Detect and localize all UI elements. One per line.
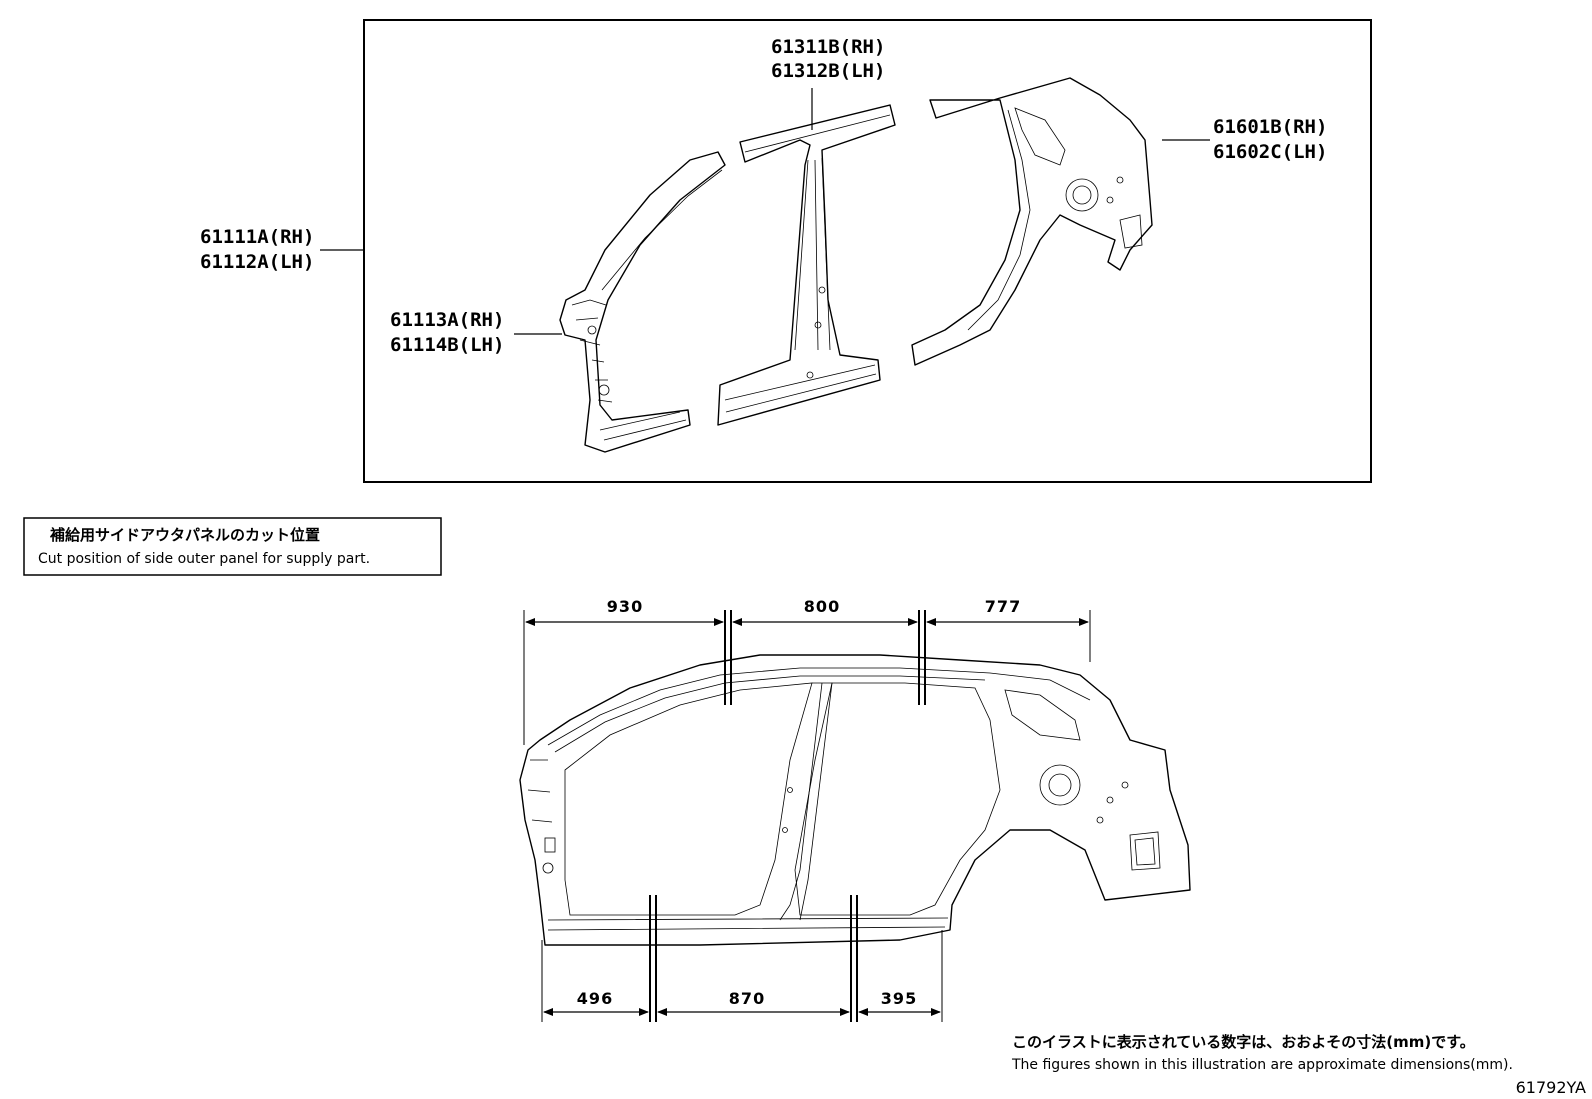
figure-code: 61792YA bbox=[1516, 1078, 1586, 1097]
quarter-panel-number-lh: 61602C(LH) bbox=[1213, 141, 1327, 163]
dimension-arrows bbox=[525, 618, 1089, 1016]
extension-lines bbox=[523, 610, 1091, 1022]
front-pillar-number-lh: 61114B(LH) bbox=[390, 334, 504, 356]
center-pillar-part bbox=[717, 104, 896, 426]
front-pillar-number-rh: 61113A(RH) bbox=[390, 309, 504, 331]
center-pillar-number-rh: 61311B(RH) bbox=[771, 36, 885, 58]
quarter-panel-part bbox=[911, 77, 1153, 366]
cut-note-box bbox=[23, 517, 442, 576]
cut-lines bbox=[649, 610, 926, 1022]
dim-bottom-front: 496 bbox=[577, 989, 613, 1008]
front-pillar-part bbox=[559, 151, 726, 453]
dim-top-rear: 777 bbox=[985, 597, 1021, 616]
dim-bottom-middle: 870 bbox=[729, 989, 765, 1008]
main-part-number-lh: 61112A(LH) bbox=[200, 251, 314, 273]
assembled-side-panel bbox=[519, 654, 1191, 946]
footnote-en: The figures shown in this illustration a… bbox=[1011, 1057, 1513, 1073]
exploded-view-frame bbox=[363, 19, 1372, 483]
footnote-jp: このイラストに表示されている数字は、おおよその寸法(mm)です。 bbox=[1012, 1033, 1475, 1051]
main-part-number-rh: 61111A(RH) bbox=[200, 226, 314, 248]
cut-note-en: Cut position of side outer panel for sup… bbox=[38, 551, 370, 567]
quarter-panel-number-rh: 61601B(RH) bbox=[1213, 116, 1327, 138]
dim-bottom-rear: 395 bbox=[881, 989, 917, 1008]
dim-top-front: 930 bbox=[607, 597, 643, 616]
center-pillar-number-lh: 61312B(LH) bbox=[771, 60, 885, 82]
cut-note-jp: 補給用サイドアウタパネルのカット位置 bbox=[49, 526, 320, 544]
dim-top-middle: 800 bbox=[804, 597, 840, 616]
